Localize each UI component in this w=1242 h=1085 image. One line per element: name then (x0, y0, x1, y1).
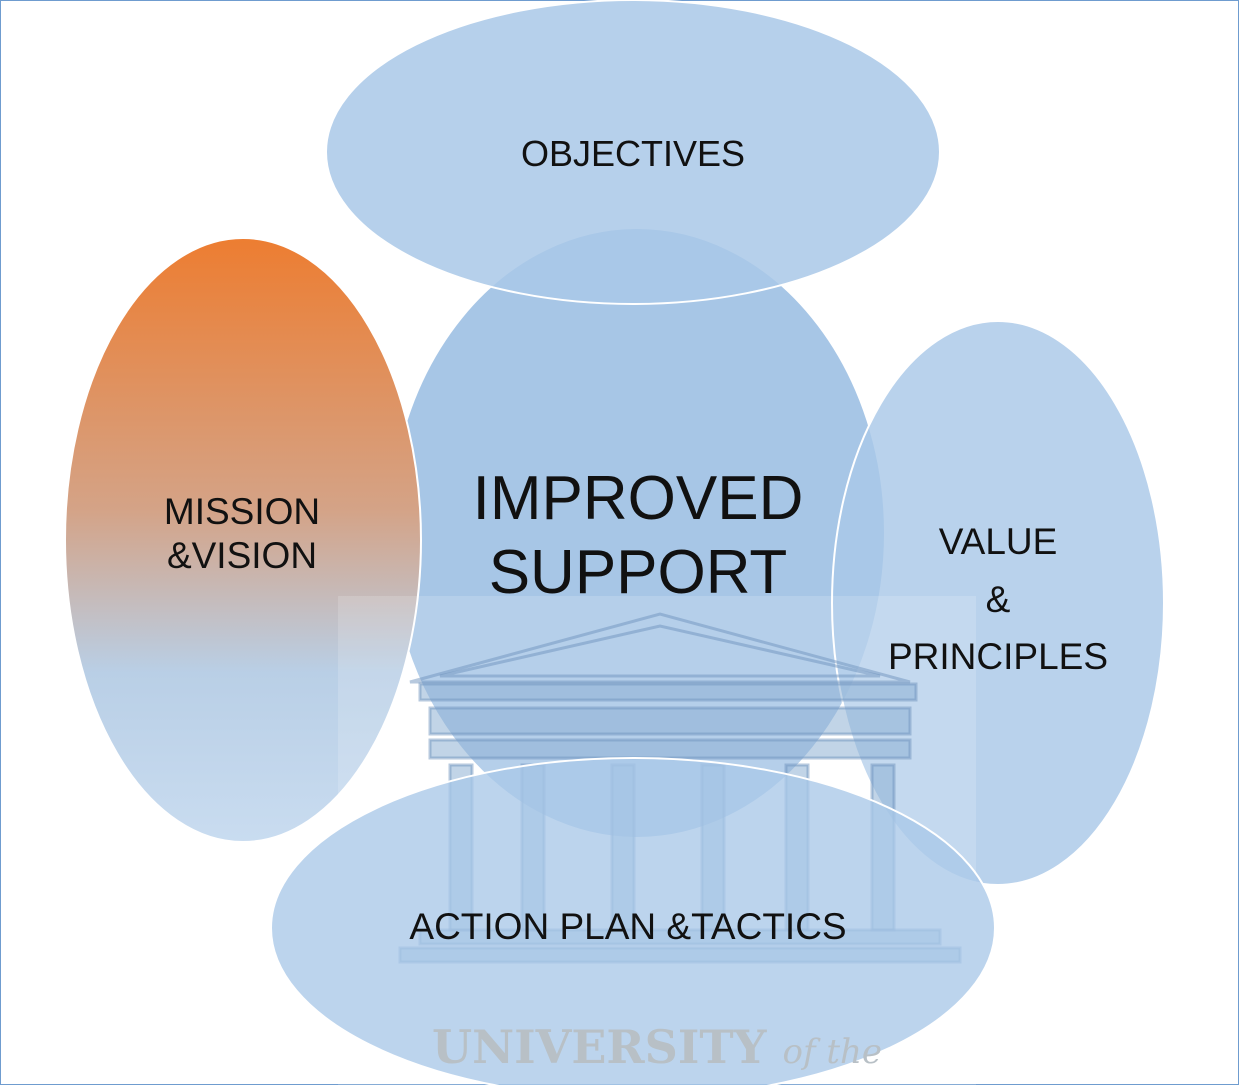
center-label: IMPROVED SUPPORT (418, 462, 858, 611)
action-plan-label: ACTION PLAN &TACTICS (409, 906, 847, 947)
center-line1: IMPROVED (472, 464, 804, 533)
center-line2: SUPPORT (488, 538, 788, 608)
action-plan-ellipse (270, 757, 996, 1085)
objectives-label: OBJECTIVES (520, 133, 746, 174)
mission-label: MISSION &VISION (142, 490, 342, 579)
mission-line1: MISSION (163, 491, 321, 532)
mission-line2: &VISION (166, 535, 318, 577)
values-line3: PRINCIPLES (888, 636, 1109, 678)
values-line2: & (985, 578, 1011, 620)
values-line1: VALUE (938, 521, 1058, 562)
values-label: VALUE & PRINCIPLES (888, 513, 1108, 686)
watermark-suffix: of the (782, 1032, 883, 1072)
watermark-main: UNIVERSITY (432, 1020, 767, 1074)
values-ellipse (831, 320, 1165, 886)
mission-ellipse (64, 237, 422, 843)
objectives-ellipse (325, 0, 941, 305)
watermark-text: UNIVERSITY of the (432, 1020, 882, 1074)
